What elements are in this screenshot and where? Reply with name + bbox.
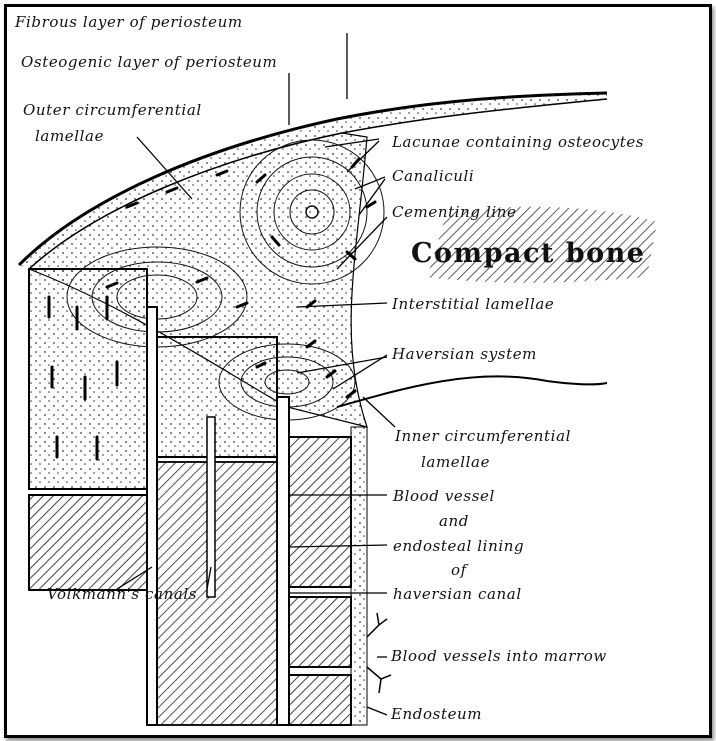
right-hatch-block-1 xyxy=(288,436,352,588)
label-cementing-line: Cementing line xyxy=(392,203,517,221)
left-block-marks xyxy=(47,295,119,461)
label-outer-circumferential: Outer circumferential xyxy=(23,101,202,119)
label-endosteum: Endosteum xyxy=(391,705,483,723)
label-inner-circumferential: Inner circumferential xyxy=(395,427,572,445)
periosteum-band xyxy=(19,93,607,269)
label-interstitial: Interstitial lamellae xyxy=(392,295,555,313)
compact-bone-hatch xyxy=(427,206,657,283)
label-outer-lamellae: lamellae xyxy=(35,127,105,145)
leader-lines xyxy=(116,33,396,716)
right-hatch-block-2 xyxy=(288,596,352,668)
middle-block xyxy=(156,336,278,458)
label-of: of xyxy=(451,561,467,579)
central-column xyxy=(146,306,158,726)
label-blood-vessels-marrow: Blood vessels into marrow xyxy=(391,647,607,665)
right-hatch-block-3 xyxy=(288,674,352,726)
volkmann-canal-inner xyxy=(206,416,216,598)
label-endosteal-lining: endosteal lining xyxy=(393,537,525,555)
label-osteogenic-layer: Osteogenic layer of periosteum xyxy=(21,53,278,71)
label-haversian-system: Haversian system xyxy=(392,345,538,363)
haversian-system-large xyxy=(239,139,385,285)
diagram-frame: Fibrous layer of periosteum Osteogenic l… xyxy=(4,4,712,738)
inner-surface-curve xyxy=(336,375,608,408)
label-lacunae: Lacunae containing osteocytes xyxy=(392,133,645,151)
label-canaliculi: Canaliculi xyxy=(392,167,475,185)
endosteum-strip xyxy=(350,426,368,726)
lower-left-hatch xyxy=(28,494,148,591)
label-fibrous-layer: Fibrous layer of periosteum xyxy=(15,13,243,31)
label-and: and xyxy=(439,512,470,530)
haversian-canal xyxy=(276,396,290,726)
label-inner-lamellae: lamellae xyxy=(421,453,491,471)
bone-illustration xyxy=(17,33,657,726)
middle-lower-block xyxy=(156,461,278,726)
label-haversian-canal: haversian canal xyxy=(393,585,522,603)
volkmann-block-left xyxy=(28,268,148,490)
marrow-vessels xyxy=(366,612,392,694)
label-blood-vessel: Blood vessel xyxy=(393,487,495,505)
label-compact-bone: Compact bone xyxy=(411,238,646,269)
label-volkmanns-canals: Volkmann's canals xyxy=(47,585,198,603)
